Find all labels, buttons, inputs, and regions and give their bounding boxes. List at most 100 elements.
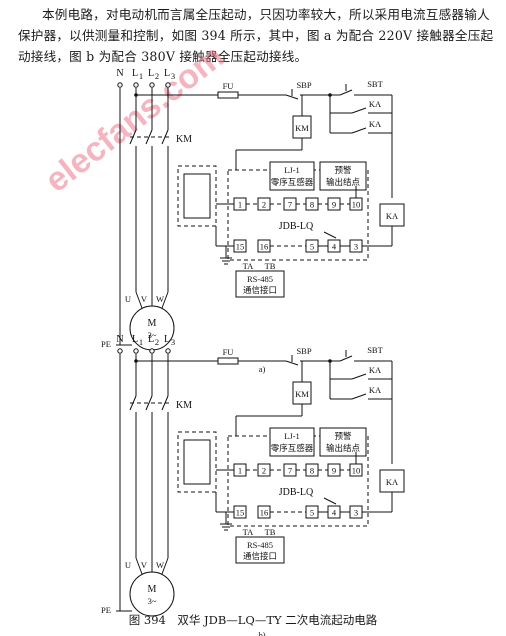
label-TB: TB bbox=[265, 527, 276, 537]
terminal-3-label: 3 bbox=[354, 508, 358, 518]
terminal-2-label: 2 bbox=[262, 466, 266, 476]
label-N: N bbox=[116, 334, 123, 345]
label-W: W bbox=[156, 560, 164, 570]
label-N: N bbox=[116, 68, 123, 79]
terminal-9-label: 9 bbox=[332, 200, 336, 210]
label-comm: 通信接口 bbox=[243, 551, 277, 561]
label-FU: FU bbox=[223, 347, 234, 357]
terminal-7-label: 7 bbox=[288, 466, 292, 476]
label-L3-sub: 3 bbox=[171, 337, 175, 347]
label-L2: L bbox=[148, 334, 154, 345]
label-LJ1: LJ-1 bbox=[284, 431, 300, 441]
sbt-contact bbox=[339, 355, 353, 362]
label-M3: 3~ bbox=[148, 596, 157, 606]
ct-inner-winding bbox=[183, 173, 211, 219]
label-alarm: 预警 bbox=[334, 431, 352, 441]
fuse-FU bbox=[217, 91, 239, 99]
label-L3: L bbox=[164, 68, 170, 79]
label-KM-main: KM bbox=[176, 134, 192, 145]
km-main-contact-1 bbox=[145, 129, 153, 145]
label-KM-coil: KM bbox=[295, 389, 309, 399]
label-device: JDB-LQ bbox=[279, 221, 314, 232]
junction-L1 bbox=[134, 93, 138, 97]
label-SBT: SBT bbox=[367, 79, 383, 89]
label-TA: TA bbox=[243, 527, 255, 537]
sbp-contact bbox=[285, 360, 299, 366]
label-V: V bbox=[141, 294, 148, 304]
label-KA-coil: KA bbox=[386, 211, 399, 221]
label-zero-seq: 零序互感器 bbox=[271, 443, 314, 453]
terminal-3-label: 3 bbox=[354, 242, 358, 252]
bus-terminal-3 bbox=[165, 82, 171, 88]
label-L2: L bbox=[148, 68, 154, 79]
label-L1: L bbox=[132, 68, 138, 79]
motor-lead-U bbox=[135, 291, 143, 309]
label-KA-1: KA bbox=[369, 99, 382, 109]
ka-contact-2 bbox=[351, 393, 367, 400]
terminal-8-label: 8 bbox=[310, 200, 314, 210]
junction-ka-hold bbox=[328, 359, 332, 363]
label-L1-sub: 1 bbox=[139, 337, 143, 347]
sbp-contact bbox=[285, 94, 299, 100]
label-KA-1: KA bbox=[369, 365, 382, 375]
junction-ka-hold bbox=[328, 93, 332, 97]
label-alarm-out: 输出结点 bbox=[326, 177, 361, 187]
label-PE: PE bbox=[101, 605, 111, 615]
relay-contact bbox=[323, 231, 337, 239]
label-zero-seq: 零序互感器 bbox=[271, 177, 314, 187]
bus-terminal-2 bbox=[149, 348, 155, 354]
terminal-10-label: 10 bbox=[352, 466, 361, 476]
label-rs485: RS-485 bbox=[247, 540, 273, 550]
label-device: JDB-LQ bbox=[279, 487, 314, 498]
label-SBP: SBP bbox=[296, 80, 311, 90]
label-KM-coil: KM bbox=[295, 123, 309, 133]
terminal-9-label: 9 bbox=[332, 466, 336, 476]
label-comm: 通信接口 bbox=[243, 285, 277, 295]
label-L1: L bbox=[132, 334, 138, 345]
bus-terminal-0 bbox=[117, 82, 123, 88]
label-KM-main: KM bbox=[176, 400, 192, 411]
subfigure-label-sub_b: b) bbox=[258, 630, 265, 636]
terminal-16-label: 16 bbox=[260, 508, 269, 518]
label-M: M bbox=[148, 318, 157, 329]
label-SBT: SBT bbox=[367, 345, 383, 355]
label-TB: TB bbox=[265, 261, 276, 271]
ka-contact-2 bbox=[351, 127, 367, 134]
label-rs485: RS-485 bbox=[247, 274, 273, 284]
label-FU: FU bbox=[223, 81, 234, 91]
ka-contact-1 bbox=[351, 107, 367, 114]
label-W: W bbox=[156, 294, 164, 304]
lj1-box bbox=[269, 161, 315, 191]
terminal-16-label: 16 bbox=[260, 242, 269, 252]
terminal-15-label: 15 bbox=[236, 242, 245, 252]
label-L1-sub: 1 bbox=[139, 71, 143, 81]
label-TA: TA bbox=[243, 261, 255, 271]
alarm-box bbox=[319, 427, 367, 457]
junction-L1 bbox=[134, 359, 138, 363]
rs485-box bbox=[235, 536, 285, 564]
motor-lead-W bbox=[161, 291, 169, 309]
label-V: V bbox=[141, 560, 148, 570]
terminal-10-label: 10 bbox=[352, 200, 361, 210]
label-M3: 3~ bbox=[148, 330, 157, 340]
label-KA-coil: KA bbox=[386, 477, 399, 487]
lj1-box bbox=[269, 427, 315, 457]
sbt-contact bbox=[339, 89, 353, 96]
label-alarm-out: 输出结点 bbox=[326, 443, 361, 453]
fuse-FU bbox=[217, 357, 239, 365]
label-LJ1: LJ-1 bbox=[284, 165, 300, 175]
terminal-15-label: 15 bbox=[236, 508, 245, 518]
terminal-5-label: 5 bbox=[310, 242, 314, 252]
label-KA-2: KA bbox=[369, 385, 382, 395]
bus-terminal-3 bbox=[165, 348, 171, 354]
label-alarm: 预警 bbox=[334, 165, 352, 175]
label-U: U bbox=[125, 294, 131, 304]
subfigure-label-sub_a: a) bbox=[259, 364, 266, 374]
label-KA-2: KA bbox=[369, 119, 382, 129]
bus-terminal-1 bbox=[133, 348, 139, 354]
label-L3: L bbox=[164, 334, 170, 345]
